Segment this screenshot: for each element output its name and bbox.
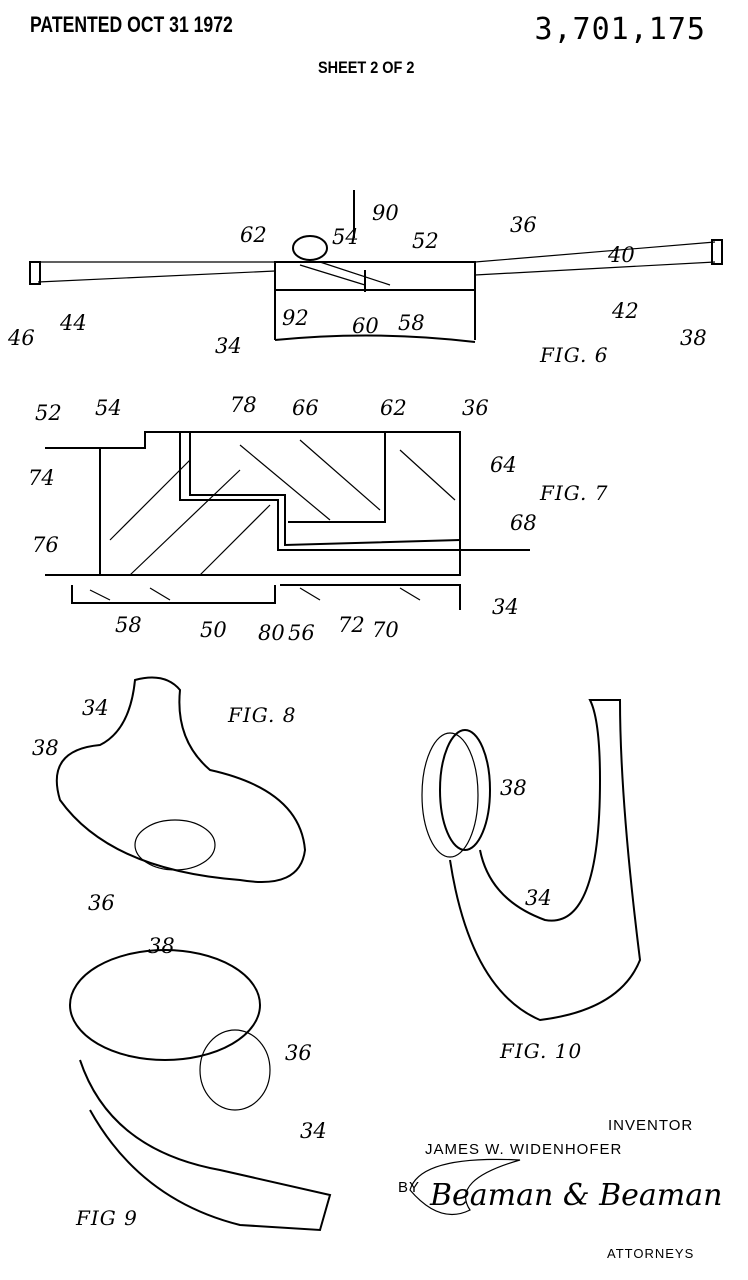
figure-10 xyxy=(421,699,642,1022)
ref-label: 50 xyxy=(200,618,227,642)
ref-label: 44 xyxy=(59,311,87,335)
ref-label: 54 xyxy=(332,225,359,249)
ref-label: 60 xyxy=(352,314,379,338)
figure-title: FIG. 7 xyxy=(539,481,608,505)
figure-title: FIG. 10 xyxy=(499,1039,582,1063)
ref-label: 76 xyxy=(32,533,59,557)
sheet-number: SHEET 2 OF 2 xyxy=(318,58,415,77)
ref-label: 62 xyxy=(380,396,407,420)
figure-7 xyxy=(45,431,530,610)
ref-label: 36 xyxy=(510,213,537,237)
ref-label: 38 xyxy=(32,736,59,760)
ref-label: 36 xyxy=(285,1041,312,1065)
attorney-signature: Beaman & Beaman xyxy=(429,1178,722,1213)
ref-label: 36 xyxy=(462,396,489,420)
ref-label: 46 xyxy=(7,326,35,350)
ref-label: 34 xyxy=(215,334,242,358)
ref-label: 64 xyxy=(490,453,517,477)
ref-label: 34 xyxy=(525,886,552,910)
ref-label: 38 xyxy=(680,326,707,350)
figure-6 xyxy=(29,190,723,343)
ref-label: 66 xyxy=(292,396,319,420)
inventor-name: JAMES W. WIDENHOFER xyxy=(425,1141,622,1158)
ref-label: 56 xyxy=(288,621,315,645)
ref-label: 72 xyxy=(338,613,365,637)
signature-flourish xyxy=(409,1158,521,1216)
ref-label: 90 xyxy=(372,201,399,225)
ref-label: 42 xyxy=(611,299,639,323)
attorney-label: ATTORNEYS xyxy=(607,1246,694,1261)
ref-label: 58 xyxy=(398,311,425,335)
ref-label: 92 xyxy=(282,306,309,330)
ref-label: 38 xyxy=(148,934,175,958)
ref-label: 34 xyxy=(492,595,519,619)
ref-label: 40 xyxy=(607,243,635,267)
patented-date: PATENTED OCT 31 1972 xyxy=(30,12,233,37)
ref-label: 62 xyxy=(240,223,267,247)
ref-label: 36 xyxy=(88,891,115,915)
ref-label: 54 xyxy=(95,396,122,420)
ref-label: 34 xyxy=(82,696,109,720)
by-label: BY xyxy=(398,1179,420,1196)
ref-label: 80 xyxy=(258,621,285,645)
ref-label: 68 xyxy=(510,511,537,535)
figure-8 xyxy=(55,676,307,883)
inventor-label: INVENTOR xyxy=(608,1117,693,1134)
figure-title: FIG. 8 xyxy=(227,703,296,727)
patent-number: 3,701,175 xyxy=(534,12,706,47)
figure-title: FIG 9 xyxy=(75,1206,138,1230)
ref-label: 58 xyxy=(115,613,142,637)
ref-label: 70 xyxy=(372,618,399,642)
ref-label: 34 xyxy=(300,1119,327,1143)
ref-label: 74 xyxy=(28,466,55,490)
ref-label: 52 xyxy=(35,401,62,425)
figure-title: FIG. 6 xyxy=(539,343,608,367)
figure-9 xyxy=(69,949,332,1232)
ref-label: 38 xyxy=(500,776,527,800)
ref-label: 78 xyxy=(230,393,257,417)
ref-label: 52 xyxy=(412,229,439,253)
